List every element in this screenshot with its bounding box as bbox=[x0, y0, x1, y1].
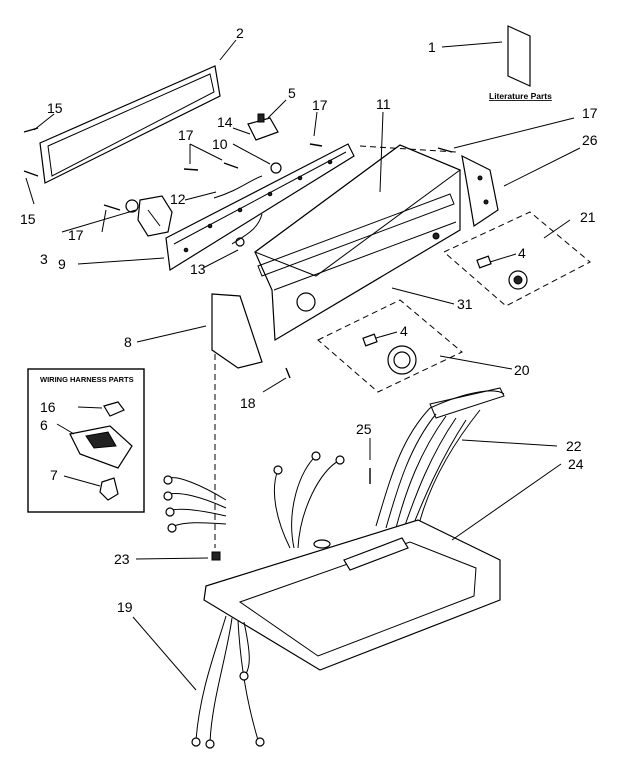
literature-parts: Literature Parts bbox=[489, 25, 552, 101]
knob-assembly-lower bbox=[317, 299, 463, 393]
callout-1: 1 bbox=[428, 39, 436, 55]
callout-10: 10 bbox=[212, 136, 228, 152]
callout-4-lower: 4 bbox=[400, 323, 408, 339]
callout-17-top: 17 bbox=[312, 97, 328, 113]
callout-15-lower: 15 bbox=[20, 211, 36, 227]
callout-22: 22 bbox=[566, 438, 582, 454]
wiring-box-title: WIRING HARNESS PARTS bbox=[40, 375, 134, 384]
callout-2: 2 bbox=[236, 25, 244, 41]
callout-11: 11 bbox=[376, 96, 391, 112]
console-housing bbox=[253, 144, 462, 342]
callout-17-middle: 17 bbox=[178, 127, 194, 143]
end-cap bbox=[461, 154, 499, 228]
callout-9: 9 bbox=[58, 256, 66, 272]
callout-18: 18 bbox=[240, 395, 256, 411]
callout-17-left: 17 bbox=[68, 227, 84, 243]
wiring-harness-parts-box: WIRING HARNESS PARTS bbox=[27, 368, 145, 513]
wire-harness-main bbox=[375, 387, 505, 529]
knob-assembly-upper bbox=[443, 211, 591, 307]
callout-20: 20 bbox=[514, 362, 530, 378]
wire-bundles bbox=[163, 451, 345, 749]
callout-5: 5 bbox=[288, 85, 296, 101]
callout-15-upper: 15 bbox=[47, 100, 63, 116]
callout-23: 23 bbox=[114, 551, 130, 567]
wire-connectors bbox=[213, 162, 282, 247]
callout-19: 19 bbox=[117, 599, 133, 615]
callout-13: 13 bbox=[190, 261, 206, 277]
callout-16: 16 bbox=[40, 399, 56, 415]
screws bbox=[23, 127, 453, 484]
callout-4-upper: 4 bbox=[518, 245, 526, 261]
timer bbox=[125, 195, 173, 237]
callout-31: 31 bbox=[457, 296, 473, 312]
callout-25: 25 bbox=[356, 421, 372, 437]
callout-6: 6 bbox=[40, 417, 48, 433]
callout-21: 21 bbox=[580, 209, 596, 225]
callout-26: 26 bbox=[582, 132, 598, 148]
callout-3: 3 bbox=[40, 251, 48, 267]
dryer-top bbox=[203, 519, 501, 671]
callout-7: 7 bbox=[50, 467, 58, 483]
end-panel bbox=[211, 293, 263, 548]
callout-17-right: 17 bbox=[582, 105, 598, 121]
control-panel-rear bbox=[39, 65, 221, 184]
callout-14: 14 bbox=[217, 114, 233, 130]
leader-lines bbox=[25, 39, 581, 691]
callout-12: 12 bbox=[170, 191, 186, 207]
callout-labels: 1 2 3 4 4 5 6 7 8 9 10 11 12 13 14 15 15… bbox=[20, 25, 598, 615]
console-bracket bbox=[165, 143, 355, 272]
literature-caption: Literature Parts bbox=[489, 91, 552, 101]
callout-8: 8 bbox=[124, 334, 132, 350]
push-switch bbox=[247, 113, 279, 141]
callout-24: 24 bbox=[568, 456, 584, 472]
